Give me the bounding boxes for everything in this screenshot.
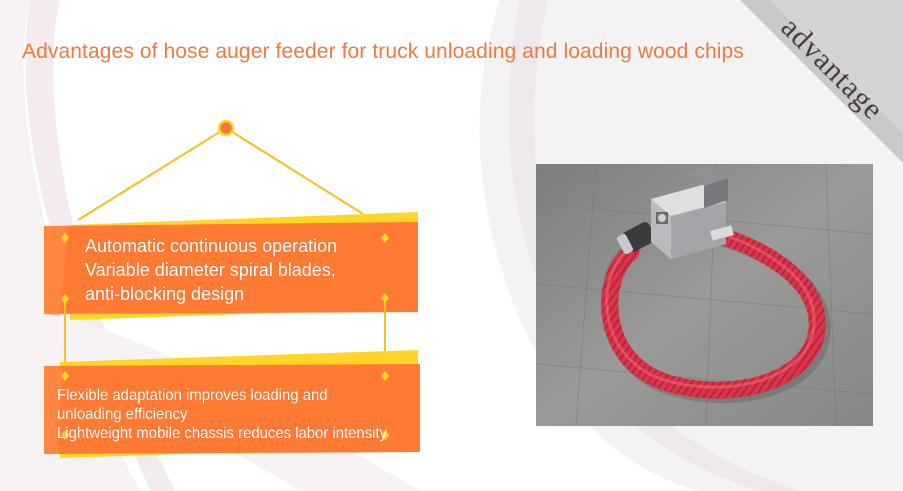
page-title: Advantages of hose auger feeder for truc…	[22, 40, 744, 63]
banner-flexible-adaptation: Flexible adaptation improves loading and…	[57, 386, 387, 443]
banner-line: Flexible adaptation improves loading and	[57, 387, 328, 404]
product-photo-hose-auger	[536, 164, 873, 426]
banner-automatic-operation: Automatic continuous operation Variable …	[85, 234, 337, 306]
banner-line: Lightweight mobile chassis reduces labor…	[57, 425, 388, 442]
banner-line: unloading efficiency	[57, 406, 188, 423]
banner-line: anti-blocking design	[85, 284, 245, 304]
banner-line: Automatic continuous operation	[85, 236, 338, 256]
banner-line: Variable diameter spiral blades,	[85, 260, 336, 280]
